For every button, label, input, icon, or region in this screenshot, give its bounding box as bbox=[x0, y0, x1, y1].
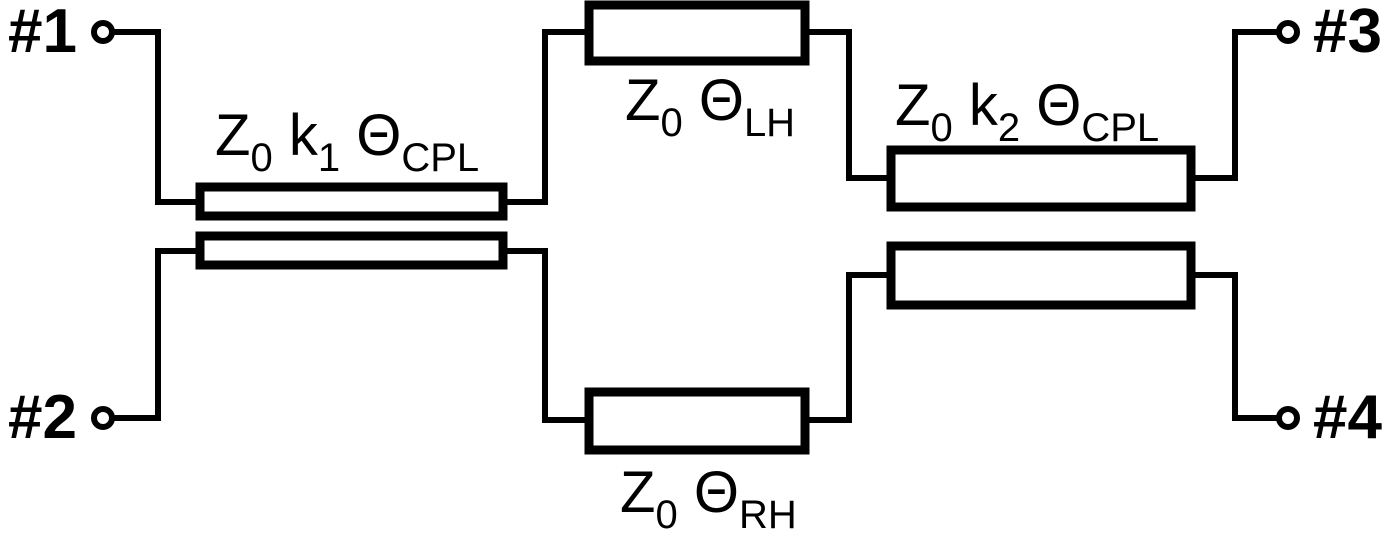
coupler-left-label-k: k bbox=[289, 103, 319, 168]
coupler-right-bar-top[interactable] bbox=[886, 145, 1196, 212]
wire-lh-to-coupler-right-top bbox=[802, 29, 894, 181]
coupler-right-label-k: k bbox=[969, 73, 999, 138]
coupler-right-label: Z0 k2 ΘCPL bbox=[895, 73, 1159, 150]
port-2-terminal[interactable] bbox=[91, 406, 115, 430]
wire-coupler-left-bottom-to-rh bbox=[500, 248, 592, 423]
tline-rh-box[interactable] bbox=[584, 387, 810, 455]
tline-rh-label: Z0 ΘRH bbox=[620, 460, 797, 535]
port-2-label: #2 bbox=[8, 383, 77, 452]
port-4-label: #4 bbox=[1313, 383, 1382, 452]
wire-rh-to-coupler-right-bottom bbox=[802, 272, 894, 423]
port-4-terminal[interactable] bbox=[1276, 406, 1300, 430]
tline-lh-box[interactable] bbox=[584, 0, 810, 66]
component-tline-lh[interactable]: Z0 ΘLH bbox=[584, 0, 810, 145]
tline-lh-label-theta: Θ bbox=[699, 68, 744, 133]
coupler-left-label-z-sub: 0 bbox=[250, 136, 272, 180]
port-3-label: #3 bbox=[1313, 0, 1382, 66]
coupler-right-label-k-sub: 2 bbox=[998, 106, 1020, 150]
component-coupler-right[interactable]: Z0 k2 ΘCPL bbox=[886, 73, 1196, 310]
port-group: #1 #2 #3 #4 bbox=[8, 0, 1382, 452]
port-1-terminal[interactable] bbox=[91, 20, 115, 44]
tline-rh-label-theta: Θ bbox=[694, 460, 739, 525]
coupler-left-bar-bottom[interactable] bbox=[195, 231, 508, 270]
component-coupler-left[interactable]: Z0 k1 ΘCPL bbox=[195, 103, 508, 270]
component-tline-rh[interactable]: Z0 ΘRH bbox=[584, 387, 810, 535]
coupler-left-label: Z0 k1 ΘCPL bbox=[215, 103, 479, 180]
tline-lh-label-theta-sub: LH bbox=[744, 101, 795, 145]
wire-coupler-right-bottom-to-port4 bbox=[1188, 272, 1285, 421]
coupler-right-label-z-sub: 0 bbox=[930, 106, 952, 150]
wire-coupler-right-top-to-port3 bbox=[1188, 29, 1285, 181]
tline-lh-label-z-sub: 0 bbox=[660, 101, 682, 145]
coupler-left-label-z: Z bbox=[215, 103, 250, 168]
wire-port1-to-coupler-left-top bbox=[106, 29, 203, 205]
coupler-left-label-k-sub: 1 bbox=[318, 136, 340, 180]
tline-rh-label-z: Z bbox=[620, 460, 655, 525]
port-3-terminal[interactable] bbox=[1276, 20, 1300, 44]
coupler-right-label-theta: Θ bbox=[1036, 73, 1081, 138]
port-1-label: #1 bbox=[8, 0, 77, 66]
coupler-left-bar-top[interactable] bbox=[195, 182, 508, 221]
coupler-right-label-z: Z bbox=[895, 73, 930, 138]
coupler-left-label-theta: Θ bbox=[356, 103, 401, 168]
tline-rh-label-theta-sub: RH bbox=[739, 493, 797, 535]
wire-coupler-left-top-to-lh bbox=[500, 29, 592, 205]
tline-lh-label-z: Z bbox=[625, 68, 660, 133]
tline-rh-label-z-sub: 0 bbox=[655, 493, 677, 535]
coupler-right-bar-bottom[interactable] bbox=[886, 241, 1196, 310]
coupler-right-label-theta-sub: CPL bbox=[1081, 106, 1159, 150]
tline-lh-label: Z0 ΘLH bbox=[625, 68, 795, 145]
wire-group bbox=[106, 29, 1285, 423]
wire-port2-to-coupler-left-bottom bbox=[106, 248, 203, 421]
coupler-left-label-theta-sub: CPL bbox=[401, 136, 479, 180]
